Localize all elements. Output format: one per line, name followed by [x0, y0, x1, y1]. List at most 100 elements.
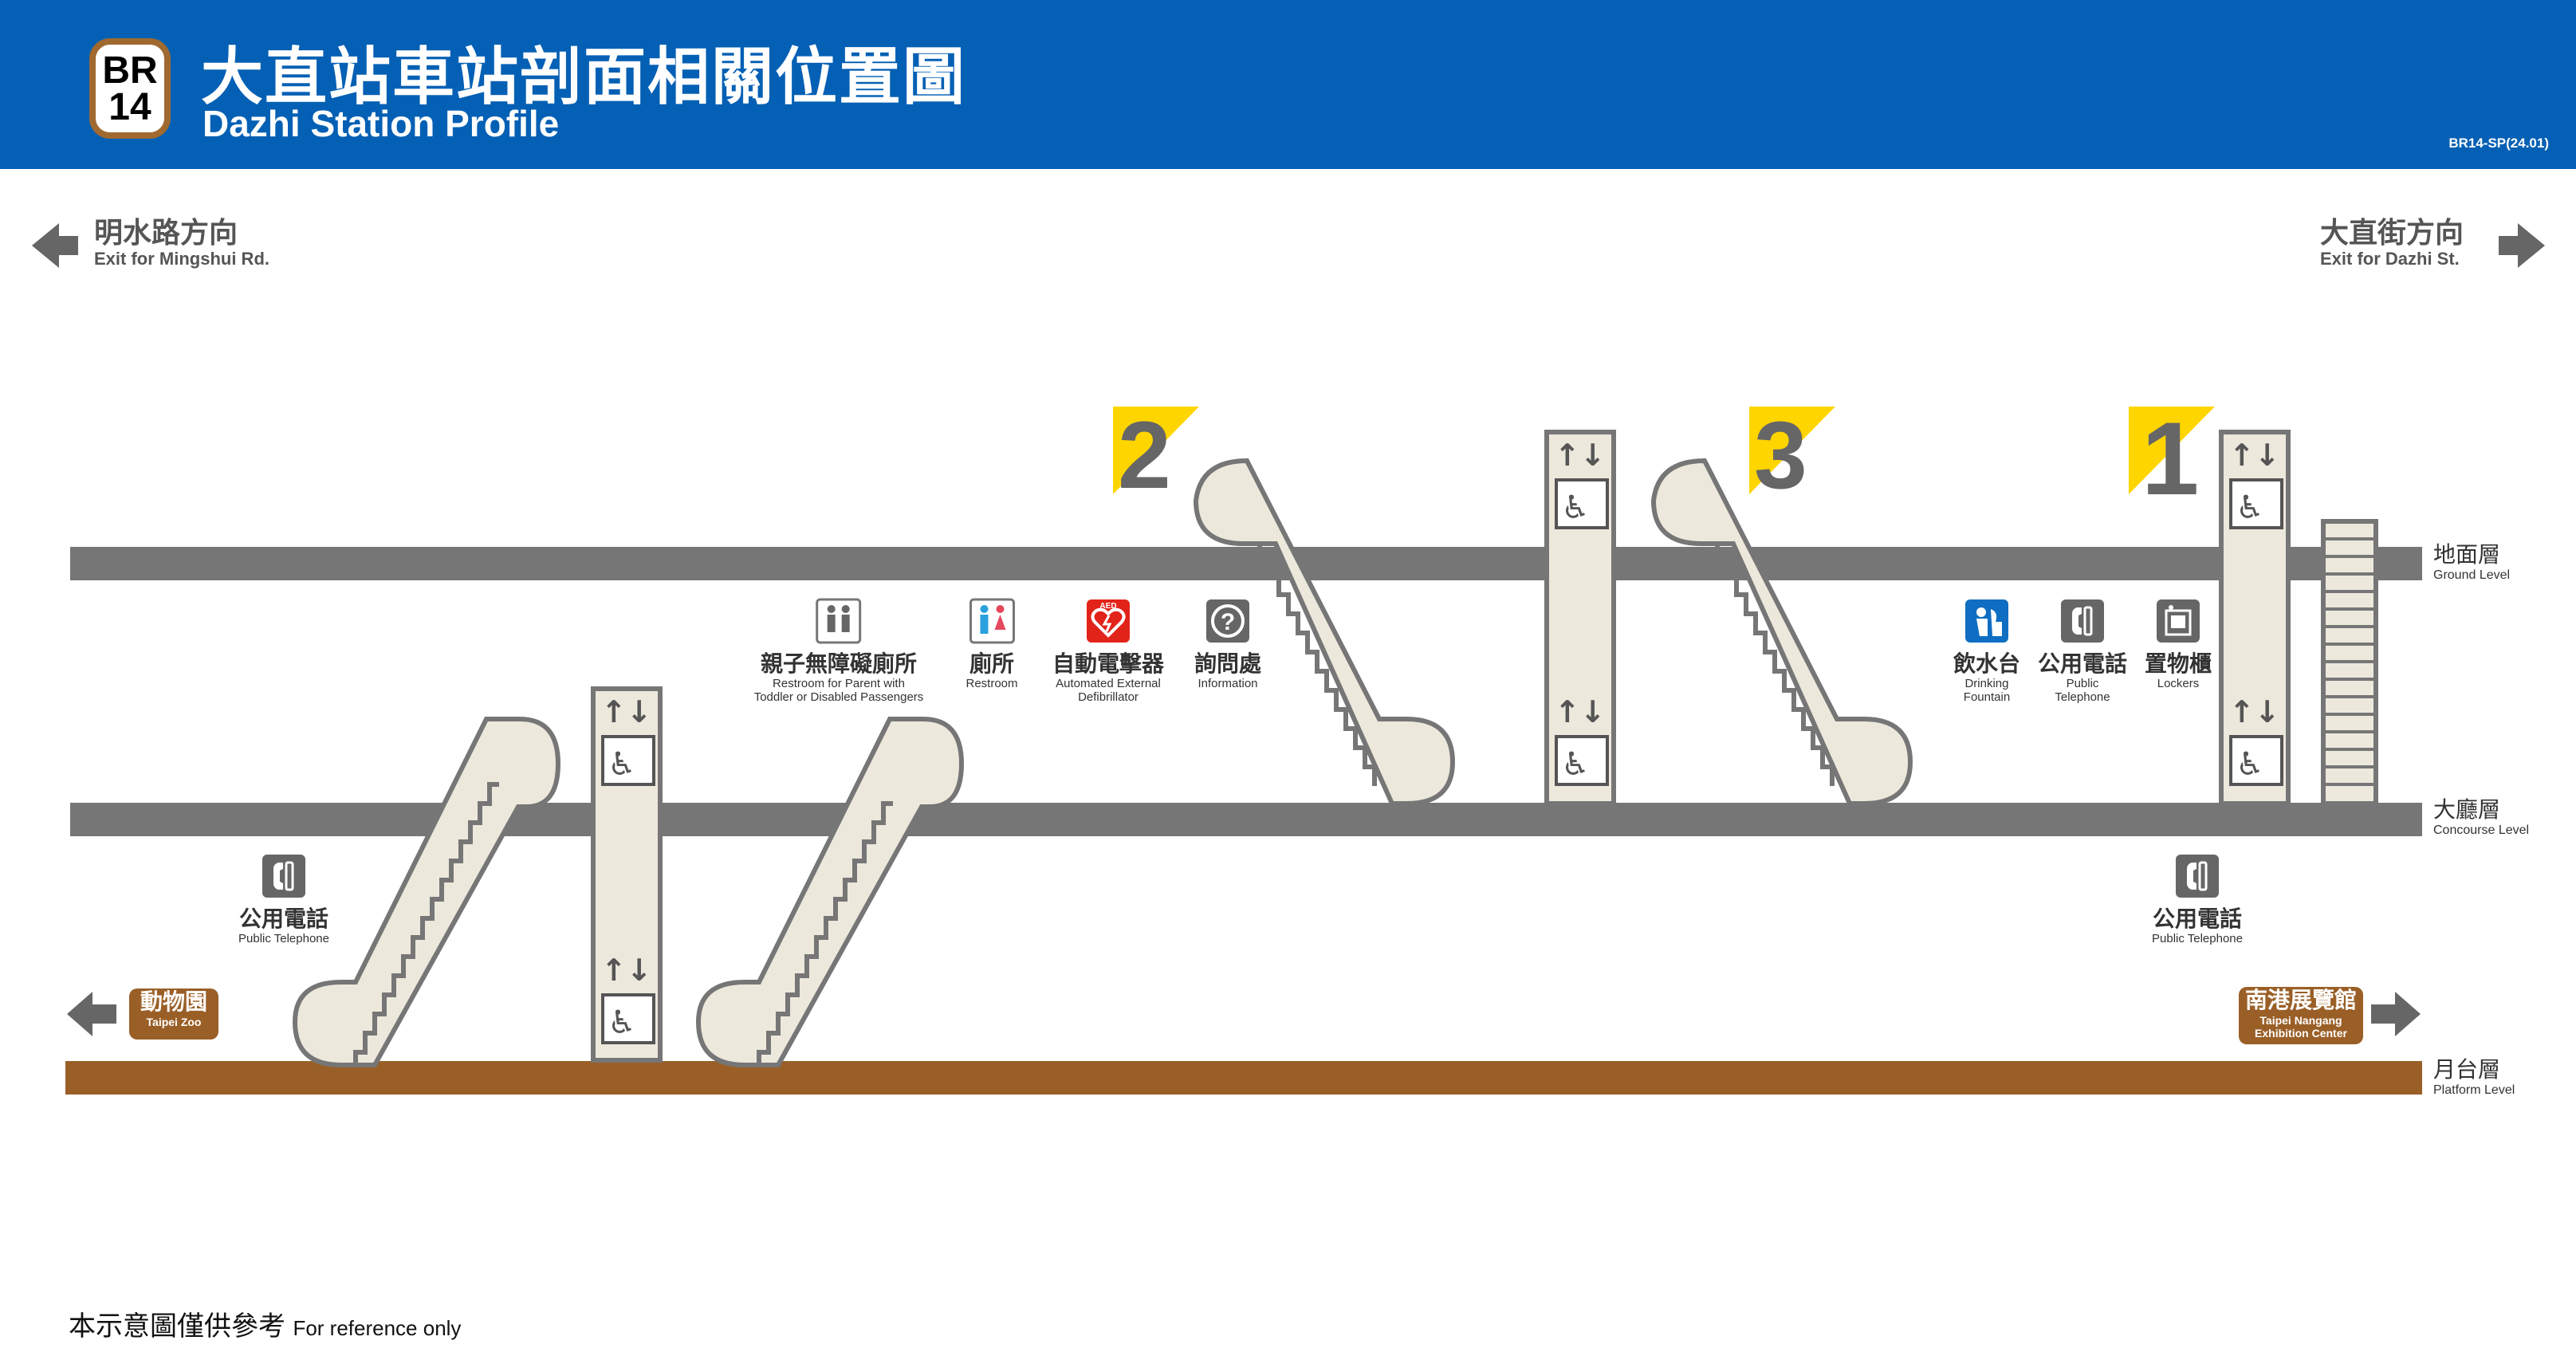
facility-phone-left: 公用電話 Public Telephone	[238, 853, 329, 945]
reference-note-zh: 本示意圖僅供參考	[69, 1311, 285, 1342]
level-ground-zh: 地面層	[2433, 542, 2501, 567]
locker-icon	[2156, 599, 2200, 643]
facility-drinking-en1: Drinking	[1964, 677, 2009, 690]
destination-nangang-exhibition: 南港展覽館 Taipei Nangang Exhibition Center	[2239, 987, 2363, 1044]
destination-taipei-zoo: 動物園 Taipei Zoo	[129, 989, 218, 1040]
facility-lockers-zh: 置物櫃	[2144, 651, 2212, 676]
telephone-icon	[262, 855, 305, 898]
facility-lockers: 置物櫃 Lockers	[2145, 598, 2212, 690]
facility-phone-right-en: Public Telephone	[2152, 932, 2243, 945]
facility-drinking-zh: 飲水台	[1953, 651, 2021, 676]
line-badge: BR 14	[89, 38, 171, 139]
svg-text:♿: ♿	[608, 746, 636, 783]
facility-restroom: 廁所 Restroom	[966, 598, 1018, 690]
facility-family-restroom-zh: 親子無障礙廁所	[760, 651, 917, 676]
question-icon: ?	[1205, 599, 1249, 643]
exit-tag-1: 1	[2129, 400, 2215, 517]
svg-text:↑↓: ↑↓	[1555, 438, 1606, 473]
svg-text:↑↓: ↑↓	[601, 694, 652, 729]
destination-right-en2: Exhibition Center	[2255, 1027, 2347, 1040]
level-platform-en: Platform Level	[2433, 1083, 2515, 1097]
facility-aed-en2: Defibrillator	[1078, 690, 1139, 704]
level-label-platform: 月台層 Platform Level	[2433, 1057, 2515, 1099]
facility-restroom-en: Restroom	[966, 677, 1018, 690]
facility-aed-en1: Automated External	[1056, 677, 1161, 690]
facility-lockers-en: Lockers	[2157, 677, 2200, 690]
exit-tag-2: 2	[1113, 402, 1199, 509]
svg-text:♿: ♿	[2236, 489, 2264, 526]
facility-phone-ground-zh: 公用電話	[2037, 651, 2128, 676]
elevator-marker-6: ↑↓ ♿	[2229, 694, 2283, 786]
svg-text:♿: ♿	[2236, 746, 2264, 783]
direction-left: 明水路方向 Exit for Mingshui Rd.	[94, 217, 269, 269]
elevator-marker-1: ↑↓ ♿	[601, 694, 655, 786]
facility-family-restroom-en2: Toddler or Disabled Passengers	[753, 690, 924, 704]
facility-drinking-en2: Fountain	[1963, 690, 2011, 704]
level-label-concourse: 大廳層 Concourse Level	[2433, 797, 2529, 839]
svg-text:↑↓: ↑↓	[2229, 438, 2280, 473]
facility-information-zh: 詢問處	[1194, 651, 1262, 676]
reference-note-en: For reference only	[293, 1316, 462, 1340]
direction-right-zh: 大直街方向	[2320, 216, 2464, 249]
elevator-marker-5: ↑↓ ♿	[2229, 438, 2283, 529]
telephone-icon	[2060, 599, 2104, 643]
header-bar: BR 14 大直站車站剖面相關位置圖 Dazhi Station Profile…	[0, 0, 2576, 169]
destination-right-zh: 南港展覽館	[2244, 988, 2357, 1012]
destination-right-en1: Taipei Nangang	[2259, 1014, 2342, 1027]
document-code: BR14-SP(24.01)	[2448, 136, 2549, 151]
platform-level-bar	[65, 1061, 2422, 1095]
facility-drinking-fountain: 飲水台 Drinking Fountain	[1953, 598, 2020, 704]
facility-restroom-zh: 廁所	[969, 651, 1014, 676]
facility-family-restroom: 親子無障礙廁所 Restroom for Parent with Toddler…	[753, 598, 924, 704]
aed-icon: AED	[1086, 599, 1130, 643]
facility-phone-right: 公用電話 Public Telephone	[2152, 853, 2243, 945]
page-title: 大直站車站剖面相關位置圖	[201, 41, 967, 112]
exit-tag-3: 3	[1749, 402, 1835, 509]
destination-left-en: Taipei Zoo	[146, 1016, 202, 1028]
badge-number: 14	[108, 86, 151, 128]
escalator-exit-3	[1650, 458, 1913, 806]
page-subtitle: Dazhi Station Profile	[203, 103, 560, 144]
direction-left-zh: 明水路方向	[94, 216, 238, 249]
drinking-fountain-icon	[1964, 599, 2008, 643]
svg-text:♿: ♿	[1561, 489, 1590, 526]
exit-number-1: 1	[2141, 400, 2199, 517]
arrow-right-icon	[2371, 992, 2421, 1036]
facility-information-en: Information	[1198, 677, 1258, 690]
facility-phone-ground-en2: Telephone	[2055, 690, 2110, 704]
direction-right: 大直街方向 Exit for Dazhi St.	[2320, 217, 2464, 269]
facility-aed-zh: 自動電擊器	[1052, 651, 1165, 676]
reference-note: 本示意圖僅供參考 For reference only	[69, 1304, 461, 1343]
facility-family-restroom-en1: Restroom for Parent with	[773, 677, 905, 690]
telephone-icon	[2175, 855, 2219, 898]
svg-text:↑↓: ↑↓	[601, 953, 652, 988]
facility-phone-right-zh: 公用電話	[2152, 906, 2243, 931]
arrow-left-icon	[67, 992, 116, 1036]
facility-phone-ground-en1: Public	[2066, 677, 2099, 690]
svg-text:♿: ♿	[608, 1004, 636, 1041]
facility-aed: AED 自動電擊器 Automated External Defibrillat…	[1052, 598, 1164, 704]
svg-text:↑↓: ↑↓	[2229, 694, 2280, 729]
elevator-marker-3: ↑↓ ♿	[1555, 438, 1609, 529]
ground-level-bar	[70, 547, 2422, 580]
elevator-marker-2: ↑↓ ♿	[601, 953, 655, 1044]
level-ground-en: Ground Level	[2433, 568, 2511, 582]
exit-number-2: 2	[1118, 402, 1171, 509]
facility-phone-left-zh: 公用電話	[238, 906, 329, 931]
arrow-right-icon	[2499, 223, 2545, 268]
facility-phone-left-en: Public Telephone	[238, 932, 329, 945]
svg-text:?: ?	[1221, 609, 1235, 635]
svg-text:↑↓: ↑↓	[1555, 694, 1606, 729]
escalator-exit-2	[1193, 458, 1456, 806]
stairs-exit-1	[2321, 519, 2378, 806]
level-label-ground: 地面層 Ground Level	[2433, 542, 2510, 584]
level-concourse-en: Concourse Level	[2433, 823, 2530, 837]
level-platform-zh: 月台層	[2433, 1057, 2501, 1082]
aed-icon-label: AED	[1099, 602, 1116, 611]
arrow-left-icon	[32, 223, 78, 268]
escalator-left	[292, 717, 561, 1067]
facility-phone-ground: 公用電話 Public Telephone	[2038, 598, 2127, 704]
level-concourse-zh: 大廳層	[2433, 797, 2501, 822]
exit-number-3: 3	[1754, 402, 1807, 509]
